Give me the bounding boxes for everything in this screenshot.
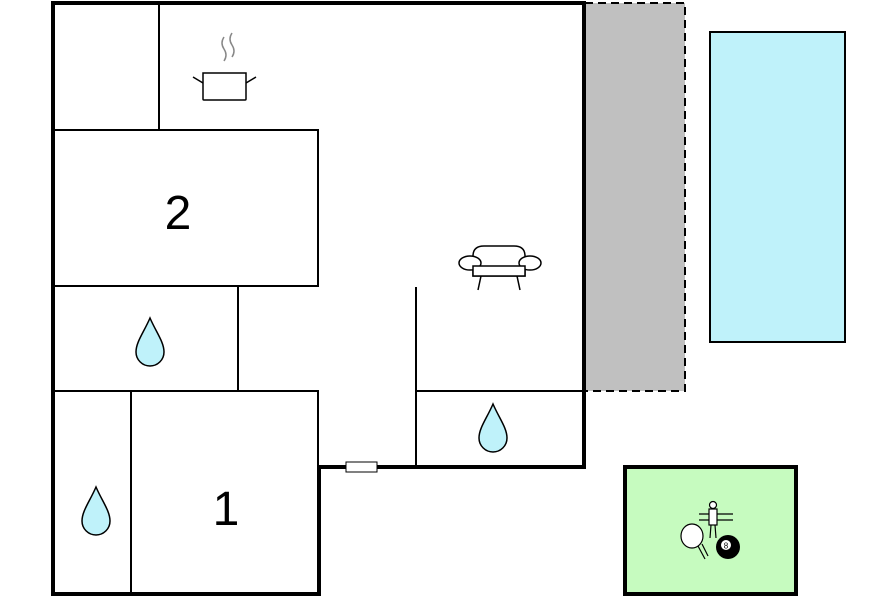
foosball-icon	[699, 500, 733, 539]
terrace-fill	[585, 3, 685, 391]
water-drop-icon	[478, 402, 508, 453]
wall-bedroom-2	[53, 129, 319, 287]
terrace	[585, 2, 686, 392]
ping-pong-icon	[680, 523, 709, 560]
outer-walls	[51, 1, 586, 596]
room-label-1: 1	[213, 483, 240, 536]
billiard-ball-number: 8	[724, 542, 729, 551]
cooking-pot-icon	[192, 32, 257, 101]
room-label-2: 2	[165, 187, 192, 240]
swimming-pool	[709, 31, 846, 343]
terrace-dashed-border	[585, 2, 686, 392]
water-drop-icon	[81, 485, 111, 536]
window-marker	[345, 461, 378, 473]
billiard-ball-icon: 8	[716, 535, 740, 559]
wall-bedroom-1-top	[53, 390, 319, 467]
sofa-icon	[458, 245, 542, 291]
interior-walls	[53, 3, 584, 594]
water-drop-icon	[135, 316, 165, 367]
